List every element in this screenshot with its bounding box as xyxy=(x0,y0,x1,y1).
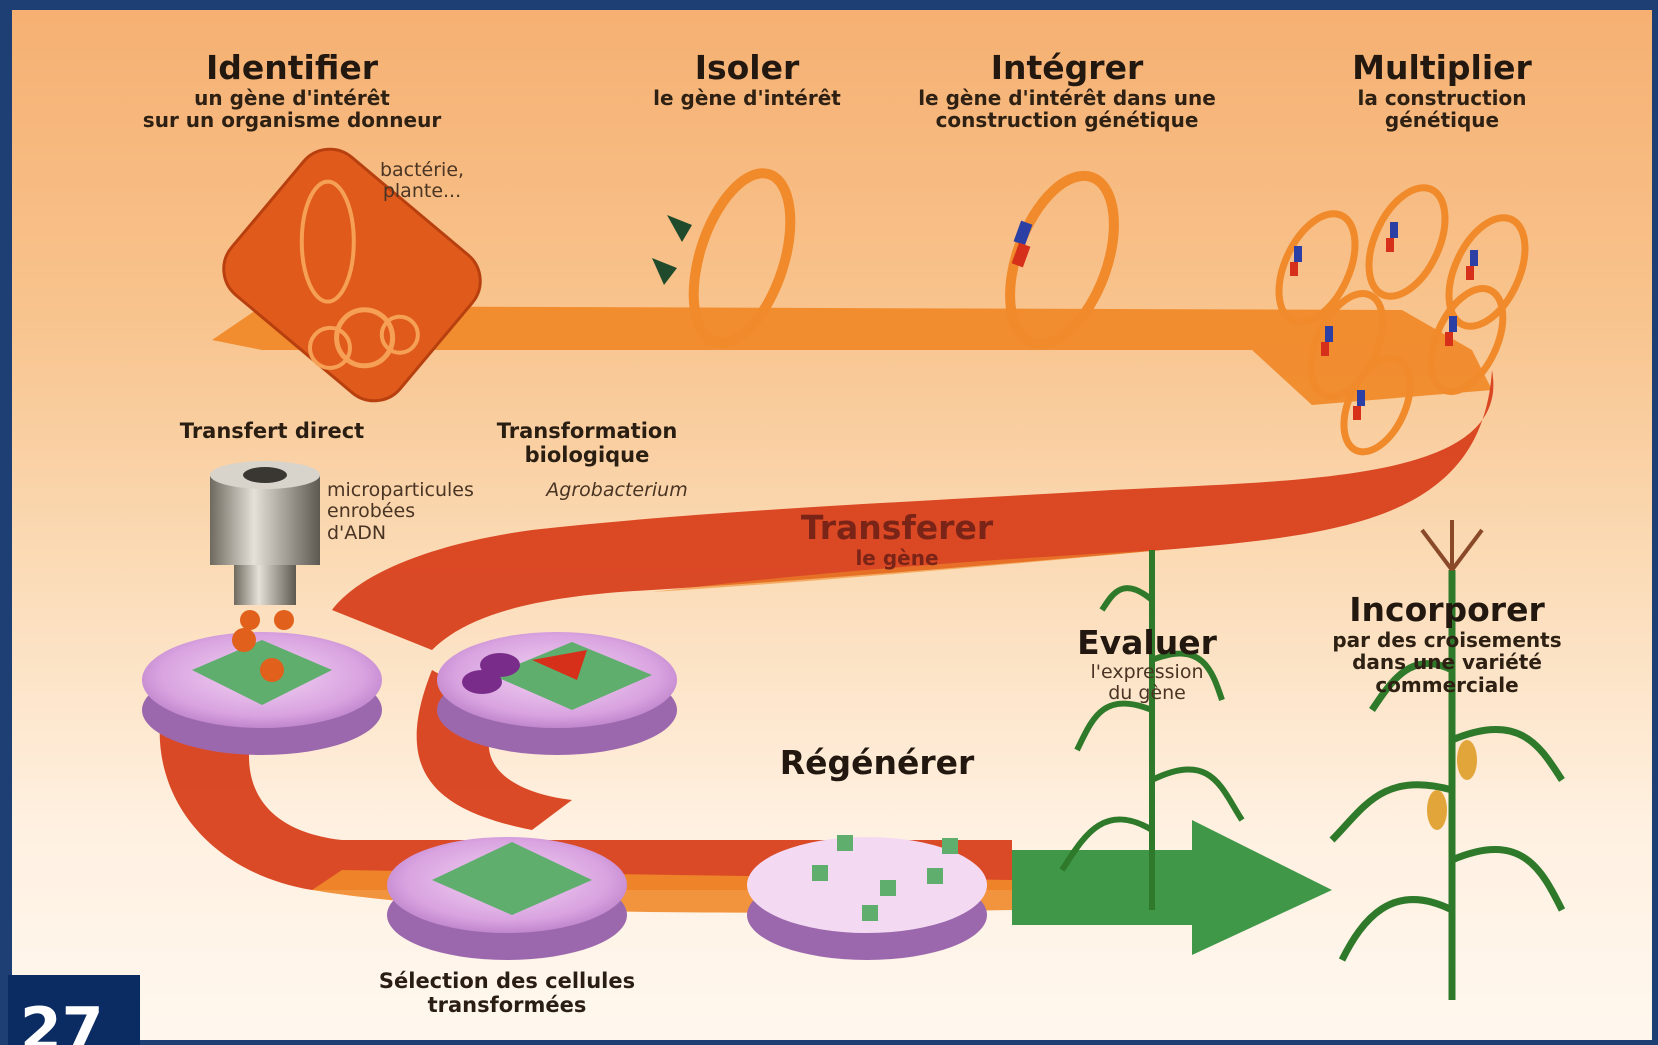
integrer-line1: le gène d'intérêt dans une xyxy=(902,87,1232,109)
gene-gun-icon xyxy=(210,461,320,630)
step-identifier: Identifier un gène d'intérêt sur un orga… xyxy=(142,50,442,132)
microparticules-note: microparticules enrobées d'ADN xyxy=(327,480,517,544)
diagram-frame: Identifier un gène d'intérêt sur un orga… xyxy=(12,10,1652,1040)
transferer-line1: le gène xyxy=(782,547,1012,569)
identifier-line2: sur un organisme donneur xyxy=(142,109,442,131)
integrer-line2: construction génétique xyxy=(902,109,1232,131)
step-integrer: Intégrer le gène d'intérêt dans une cons… xyxy=(902,50,1232,132)
transformation-title1: Transformation xyxy=(472,420,702,444)
page-number-badge: 27 xyxy=(8,975,140,1045)
step-incorporer: Incorporer par des croisements dans une … xyxy=(1317,592,1577,696)
process-arrow-head xyxy=(1012,820,1332,955)
evaluer-title: Evaluer xyxy=(1047,625,1247,662)
microparticules-line2: enrobées xyxy=(327,501,517,522)
microparticules-line1: microparticules xyxy=(327,480,517,501)
step-multiplier: Multiplier la construction génétique xyxy=(1322,50,1562,132)
step-isoler: Isoler le gène d'intérêt xyxy=(632,50,862,109)
identifier-note1: bactérie, xyxy=(362,160,482,181)
incorporer-line3: commerciale xyxy=(1317,674,1577,696)
identifier-line1: un gène d'intérêt xyxy=(142,87,442,109)
incorporer-title: Incorporer xyxy=(1317,592,1577,629)
identifier-note: bactérie, plante... xyxy=(362,160,482,203)
regenerer-title: Régénérer xyxy=(752,745,1002,782)
transformation-title2: biologique xyxy=(472,444,702,468)
isoler-line1: le gène d'intérêt xyxy=(632,87,862,109)
incorporer-line1: par des croisements xyxy=(1317,629,1577,651)
evaluer-line1: l'expression xyxy=(1047,662,1247,683)
step-transferer: Transferer le gène xyxy=(782,510,1012,569)
multiplier-title: Multiplier xyxy=(1322,50,1562,87)
petri-dish-icon xyxy=(142,628,382,755)
isoler-title: Isoler xyxy=(632,50,862,87)
selection-line2: transformées xyxy=(367,994,647,1018)
incorporer-line2: dans une variété xyxy=(1317,651,1577,673)
integrer-title: Intégrer xyxy=(902,50,1232,87)
microparticules-line3: d'ADN xyxy=(327,523,517,544)
petri-dish-icon xyxy=(387,837,627,960)
petri-dish-icon xyxy=(747,835,987,960)
transfert-direct-title: Transfert direct xyxy=(162,420,382,444)
step-regenerer: Régénérer xyxy=(752,745,1002,782)
step-selection: Sélection des cellules transformées xyxy=(367,970,647,1017)
agrobacterium-label: Agrobacterium xyxy=(517,480,717,501)
selection-line1: Sélection des cellules xyxy=(367,970,647,994)
step-transformation-biologique: Transformation biologique xyxy=(472,420,702,467)
multiplier-line2: génétique xyxy=(1322,109,1562,131)
identifier-note2: plante... xyxy=(362,181,482,202)
multiplier-line1: la construction xyxy=(1322,87,1562,109)
step-evaluer: Evaluer l'expression du gène xyxy=(1047,625,1247,704)
evaluer-line2: du gène xyxy=(1047,683,1247,704)
corn-tassel xyxy=(1422,520,1482,570)
petri-dish-icon xyxy=(437,632,677,755)
transferer-title: Transferer xyxy=(782,510,1012,547)
identifier-title: Identifier xyxy=(142,50,442,87)
step-transfert-direct: Transfert direct xyxy=(162,420,382,444)
